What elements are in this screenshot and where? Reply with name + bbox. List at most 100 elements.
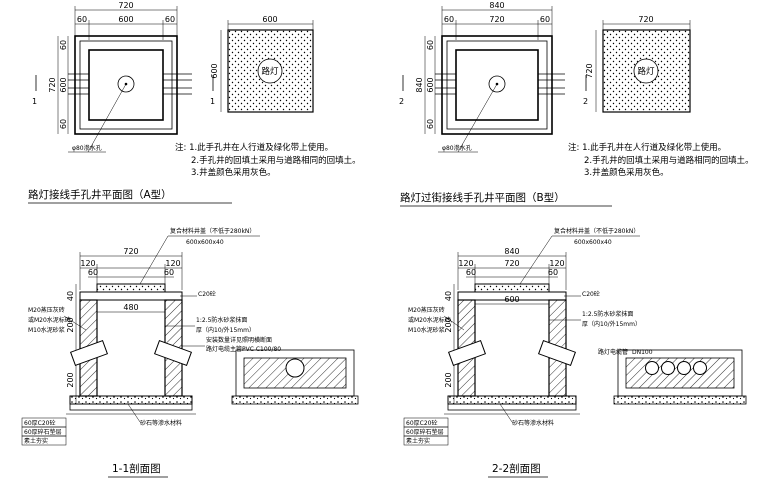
plan-a-mark-left: 1	[32, 97, 37, 106]
plan-a-drain-hole	[117, 75, 135, 93]
s2-gravel: 砂石等渗水材料	[512, 419, 554, 427]
s2-dim-left-3: 200	[444, 372, 453, 387]
plan-b-note-2: 2.手孔井的回填土采用与道路相同的回填土。	[584, 155, 754, 166]
plan-a-note-3: 3.井盖颜色采用灰色。	[191, 167, 276, 178]
plan-a-drain-label: φ80渗水孔	[72, 144, 102, 152]
plan-a-dim-side2: 600	[59, 77, 68, 92]
s2-dim-left-1: 40	[444, 291, 453, 301]
plan-a-mark-right: 1	[210, 97, 215, 106]
s2-title: 2-2剖面图	[492, 462, 541, 475]
s1-cover-label: 复合材料井盖（不低于280kN）	[170, 227, 255, 235]
s1-pipe-label-2: 路灯电缆主管PVC C100/80	[206, 345, 281, 353]
s2-plaster-1: 1:2.5防水砂浆抹面	[582, 310, 633, 318]
plan-b-cover-height: 720	[585, 63, 594, 78]
s2-dim-60-r: 60	[548, 268, 558, 277]
plan-b-mark-left: 2	[399, 97, 404, 106]
plan-a-note-2: 2.手孔井的回填土采用与道路相同的回填土。	[191, 155, 361, 166]
s1-cover-size: 600x600x40	[186, 239, 224, 246]
plan-a-title: 路灯接线手孔井平面图（A型）	[28, 188, 172, 201]
plan-b-dim-side-total: 840	[415, 77, 424, 92]
plan-b-dim-seg2: 720	[489, 15, 504, 24]
s2-dim-top: 840	[504, 247, 519, 256]
s1-concrete: C20砼	[198, 290, 216, 298]
s1-dim-120-l: 120	[80, 259, 95, 268]
plan-a-note-1: 注: 1.此手孔井在人行道及绿化带上使用。	[175, 142, 333, 153]
s1-base-label-3: 素土夯实	[24, 437, 48, 445]
plan-a-dim-seg3: 60	[165, 15, 175, 24]
s1-dim-inner: 480	[123, 303, 138, 312]
s2-wall-label-3: M10水泥砂浆	[408, 326, 445, 334]
s2-cover	[474, 283, 550, 293]
s2-dim-60-l: 60	[466, 268, 476, 277]
s1-dim-60-r: 60	[164, 268, 174, 277]
plan-b-cover-label: 路灯	[637, 66, 655, 77]
s2-base	[447, 395, 577, 405]
s2-plaster-2: 厚（内10/外15mm）	[582, 320, 641, 328]
plan-b-cover-width: 720	[638, 15, 653, 24]
s2-base-label-1: 60厚C20砼	[406, 419, 437, 427]
plan-b-drain-label: φ80渗水孔	[442, 144, 472, 152]
plan-b-dim-seg3: 60	[540, 15, 550, 24]
s2-concrete: C20砼	[582, 290, 600, 298]
plan-a-dim-seg1: 60	[77, 15, 87, 24]
plan-b-dim-side2: 600	[426, 77, 435, 92]
plan-b-mark-right: 2	[583, 97, 588, 106]
plan-b-dim-seg1: 60	[444, 15, 454, 24]
s1-dim-top: 720	[123, 247, 138, 256]
section-2: 840 120 720 120 60 60 40 200 200 600 复合材…	[403, 227, 747, 478]
plan-b: 840 60 720 60 840 60 600 60 φ80渗水孔 2 2 7…	[399, 1, 754, 207]
plan-a-inner-wall	[88, 49, 164, 121]
plan-a-dim-side3: 60	[59, 119, 68, 129]
s1-plaster-2: 厚（内10/外15mm）	[196, 326, 255, 334]
s1-wall-label-2: 或M20水泥标砖,	[28, 316, 73, 324]
s2-cover-size: 600x600x40	[574, 239, 612, 246]
plan-b-inner-wall	[455, 49, 539, 121]
s2-base-label-2: 60厚碎石垫层	[406, 428, 444, 436]
s2-dim-120-l: 120	[458, 259, 473, 268]
s1-dim-60-l: 60	[88, 268, 98, 277]
plan-a-dim-side1: 60	[59, 40, 68, 50]
plan-a-cover-badge	[257, 58, 283, 84]
s1-dim-120-r: 120	[165, 259, 180, 268]
plan-a-cover-width: 600	[262, 15, 277, 24]
s1-dim-left-1: 40	[66, 291, 75, 301]
s2-dim-inner-top: 720	[504, 259, 519, 268]
plan-b-cover-badge	[633, 58, 659, 84]
plan-a-dim-side-total: 720	[48, 77, 57, 92]
s2-cover-label: 复合材料井盖（不低于280kN）	[554, 227, 639, 235]
s2-dim-120-r: 120	[549, 259, 564, 268]
s1-base	[69, 395, 193, 405]
plan-b-dim-total: 840	[489, 1, 504, 10]
s1-pipe-label-1: 安装数量详见照明横断面	[206, 336, 272, 344]
plan-a-cover-height: 600	[210, 63, 219, 78]
s1-dim-left-3: 200	[66, 372, 75, 387]
s2-wall-label-1: M20蒸压灰砖	[408, 306, 445, 314]
plan-b-title: 路灯过街接线手孔井平面图（B型）	[400, 191, 565, 204]
s1-title: 1-1剖面图	[112, 462, 161, 475]
plan-b-note-3: 3.井盖颜色采用灰色。	[584, 167, 669, 178]
plan-b-dim-side1: 60	[426, 40, 435, 50]
s1-wall-label-1: M20蒸压灰砖	[28, 306, 65, 314]
s1-base-label-2: 60厚碎石垫层	[24, 428, 62, 436]
s2-dim-inner: 600	[504, 295, 519, 304]
plan-b-outer-wall	[441, 35, 553, 135]
plan-b-note-1: 注: 1.此手孔井在人行道及绿化带上使用。	[568, 142, 726, 153]
s2-dim-left-2: 200	[444, 317, 453, 332]
s2-pipe-label-1: 路灯电缆管	[598, 348, 628, 356]
plan-a: 720 60 600 60 720 60 600 60 φ80渗水孔 1 1	[28, 1, 361, 204]
plan-a-outer-wall	[74, 35, 178, 135]
s1-base-label-1: 60厚C20砼	[24, 419, 55, 427]
plan-b-dim-side3: 60	[426, 119, 435, 129]
plan-a-dim-seg2: 600	[118, 15, 133, 24]
s1-wall-label-3: M10水泥砂浆	[28, 326, 65, 334]
s1-dim-left-2: 200	[66, 317, 75, 332]
plan-a-dim-total: 720	[118, 1, 133, 10]
section-1: 720 120 120 60 60 40 200 200 480 复合材料井盖（…	[21, 227, 359, 478]
plan-b-drain-hole	[488, 75, 506, 93]
s2-base-label-3: 素土夯实	[406, 437, 430, 445]
s2-wall-label-2: 或M20水泥标砖,	[408, 316, 453, 324]
plan-a-cover-label: 路灯	[261, 66, 279, 77]
s2-pipe-label-2: DN100	[632, 349, 653, 356]
s1-cover	[96, 283, 166, 293]
